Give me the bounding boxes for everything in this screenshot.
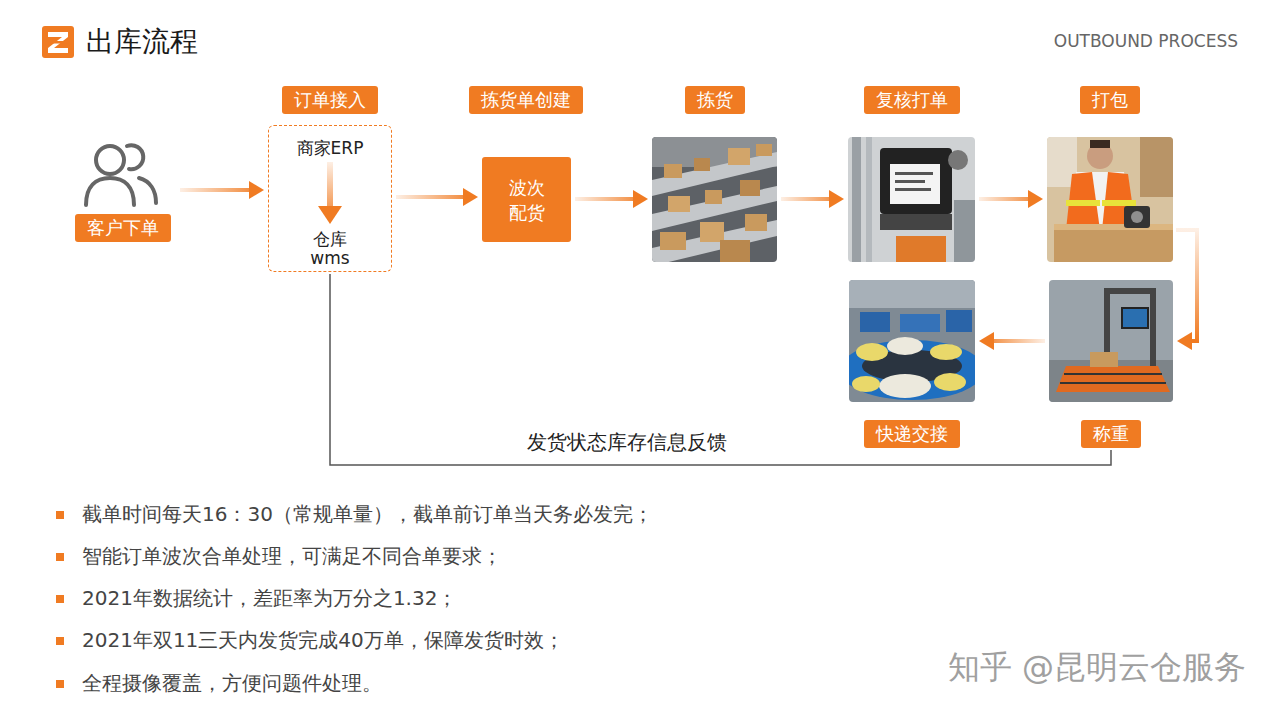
arrow-head — [1177, 332, 1192, 350]
feedback-line — [330, 274, 1111, 465]
photo-frame — [652, 137, 777, 262]
photo-step: 快递交接 — [849, 280, 975, 448]
flow-arrow — [979, 190, 1043, 208]
arrow-head — [1028, 190, 1043, 208]
picking-photo — [652, 137, 777, 262]
flow-arrow — [979, 332, 1045, 350]
photo-step: 拣货 — [652, 86, 777, 262]
watermark: 知乎 @昆明云仓服务 — [948, 646, 1246, 688]
text-holder: 仓库 wms — [268, 228, 392, 270]
flow-arrow — [318, 162, 342, 224]
connector-path — [330, 274, 1111, 465]
arrow-head — [249, 181, 264, 199]
customer-icon — [86, 145, 156, 205]
arrow-head — [829, 190, 844, 208]
bullet-text: 全程摄像覆盖，方便问题件处理。 — [82, 670, 382, 696]
box-text: 波次 配货 — [506, 175, 548, 225]
arrow-head — [463, 188, 478, 206]
bullet-text: 智能订单波次合单处理，可满足不同合单要求； — [82, 543, 502, 569]
photo-step: 打包 — [1047, 86, 1173, 262]
connector-path — [994, 339, 1045, 343]
sorting-photo — [849, 280, 975, 402]
step-label: 打包 — [1080, 86, 1140, 114]
edge-label: 发货状态库存信息反馈 — [524, 429, 730, 455]
arrow-head — [979, 332, 994, 350]
customer-node: 客户下单 — [70, 140, 176, 242]
printer-photo — [848, 137, 975, 262]
connector-path — [396, 195, 463, 199]
photo-frame — [849, 280, 975, 402]
step-label: 拣货单创建 — [469, 86, 583, 114]
system-node: 仓库 wms — [268, 228, 392, 270]
flow-arrow — [575, 190, 648, 208]
photo-frame — [848, 137, 975, 262]
photo-step: 称重 — [1049, 280, 1173, 448]
wave-box: 波次 配货 — [482, 157, 571, 242]
bullet-marks — [56, 511, 64, 688]
process-box: 拣货单创建波次 配货 — [464, 86, 588, 242]
subtitle: OUTBOUND PROCESS — [1054, 30, 1238, 52]
connector-path — [575, 197, 633, 201]
page-title: 出库流程 — [86, 22, 198, 62]
connector-path — [979, 197, 1028, 201]
connector-path — [327, 162, 333, 206]
arrow-head — [633, 190, 648, 208]
flow-arrow — [781, 190, 844, 208]
system-name: 仓库 wms — [306, 230, 354, 268]
order-intake-group: 订单接入商家ERP 仓库 wms — [268, 86, 392, 272]
bullet-text: 2021年双11三天内发货完成40万单，保障发货时效； — [82, 627, 564, 653]
photo-frame — [1047, 137, 1173, 262]
bullet-text: 截单时间每天16：30（常规单量），截单前订单当天务必发完； — [82, 501, 653, 527]
flow-arrow — [180, 181, 264, 199]
photo-frame — [1049, 280, 1173, 402]
step-label: 称重 — [1081, 420, 1141, 448]
logo-mark — [42, 26, 74, 58]
step-label: 拣货 — [685, 86, 745, 114]
flow-arrow — [396, 188, 478, 206]
text-holder: 商家ERP — [268, 136, 392, 160]
weighing-photo — [1049, 280, 1173, 402]
flow-arrow — [1176, 230, 1197, 350]
arrow-head — [318, 206, 342, 224]
step-label: 快递交接 — [864, 420, 960, 448]
system-node: 商家ERP — [268, 136, 392, 160]
step-label: 订单接入 — [282, 86, 378, 114]
connector-path — [1176, 230, 1197, 341]
system-name: 商家ERP — [297, 139, 364, 158]
packing-photo — [1047, 137, 1173, 262]
bullet-text: 2021年数据统计，差距率为万分之1.32； — [82, 585, 457, 611]
photo-step: 复核打单 — [848, 86, 975, 262]
step-label: 复核打单 — [864, 86, 960, 114]
connector-path — [781, 197, 829, 201]
connector-path — [180, 188, 249, 192]
step-label: 客户下单 — [75, 214, 171, 242]
